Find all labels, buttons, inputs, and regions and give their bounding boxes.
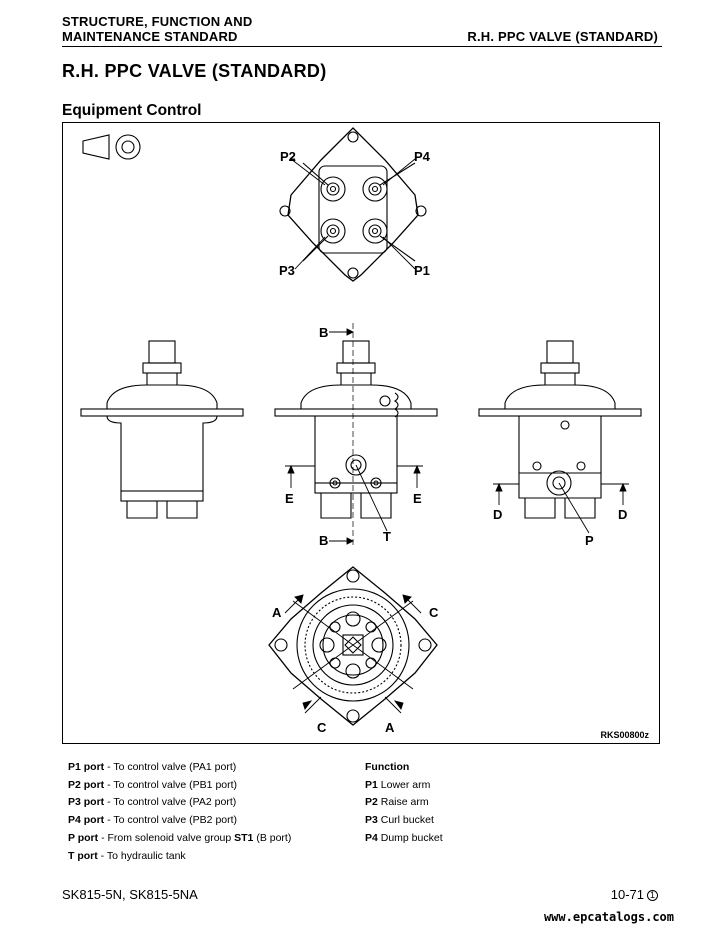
page-number: 10-71 xyxy=(610,887,644,902)
function-item: P4 Dump bucket xyxy=(365,831,443,844)
left-side-view xyxy=(80,340,244,519)
port-item: T port - To hydraulic tank xyxy=(68,849,186,862)
front-view xyxy=(274,323,438,548)
label-e-left: E xyxy=(285,491,294,506)
port-item: P1 port - To control valve (PA1 port) xyxy=(68,761,237,773)
label-e-right: E xyxy=(413,491,422,506)
section-subtitle: Equipment Control xyxy=(62,102,202,119)
footer-models: SK815-5N, SK815-5NA xyxy=(62,887,198,902)
figure-code: RKS00800z xyxy=(600,730,649,740)
page-title: R.H. PPC VALVE (STANDARD) xyxy=(62,61,327,81)
watermark-url[interactable]: www.epcatalogs.com xyxy=(543,910,674,924)
top-view xyxy=(279,127,427,282)
label-p3: P3 xyxy=(279,263,295,278)
projection-symbol-icon xyxy=(82,134,141,160)
port-item: P4 port - To control valve (PB2 port) xyxy=(68,814,238,827)
label-a-bottom: A xyxy=(385,720,395,735)
port-item: P3 port - To control valve (PA2 port) xyxy=(68,796,237,809)
label-p: P xyxy=(585,533,594,548)
port-legend: P1 port - To control valve (PA1 port) P2… xyxy=(68,759,291,865)
right-side-view xyxy=(478,340,642,519)
label-c-top: C xyxy=(429,605,439,620)
function-item: P3 Curl bucket xyxy=(365,814,434,827)
header-topic: R.H. PPC VALVE (STANDARD) xyxy=(467,29,658,44)
function-item: P2 Raise arm xyxy=(365,796,429,809)
revision-mark: 1 xyxy=(647,890,658,901)
bottom-view xyxy=(268,566,438,726)
header-rule xyxy=(62,46,662,47)
label-b-top: B xyxy=(319,325,328,340)
label-d-left: D xyxy=(493,507,502,522)
leader-lines xyxy=(284,158,629,714)
function-heading: Function xyxy=(365,761,410,773)
header-line-2: MAINTENANCE STANDARD xyxy=(62,29,238,44)
valve-drawing-figure: P2 P4 P3 P1 B B E E T D D P A C C A RKS0… xyxy=(62,122,660,744)
label-p4: P4 xyxy=(414,149,431,164)
technical-drawing: P2 P4 P3 P1 B B E E T D D P A C C A xyxy=(80,127,642,735)
header-section: STRUCTURE, FUNCTION AND MAINTENANCE STAN… xyxy=(62,14,252,44)
label-d-right: D xyxy=(618,507,627,522)
label-c-bottom: C xyxy=(317,720,327,735)
port-item: P2 port - To control valve (PB1 port) xyxy=(68,778,238,791)
label-b-bottom: B xyxy=(319,533,328,548)
function-legend: Function P1 Lower arm P2 Raise arm P3 Cu… xyxy=(365,759,443,848)
label-a-top: A xyxy=(272,605,282,620)
label-p2: P2 xyxy=(280,149,296,164)
label-p1: P1 xyxy=(414,263,430,278)
header-line-1: STRUCTURE, FUNCTION AND xyxy=(62,14,253,29)
port-item: P port - From solenoid valve group ST1 (… xyxy=(68,831,292,844)
label-t: T xyxy=(383,529,391,544)
function-item: P1 Lower arm xyxy=(365,778,431,791)
